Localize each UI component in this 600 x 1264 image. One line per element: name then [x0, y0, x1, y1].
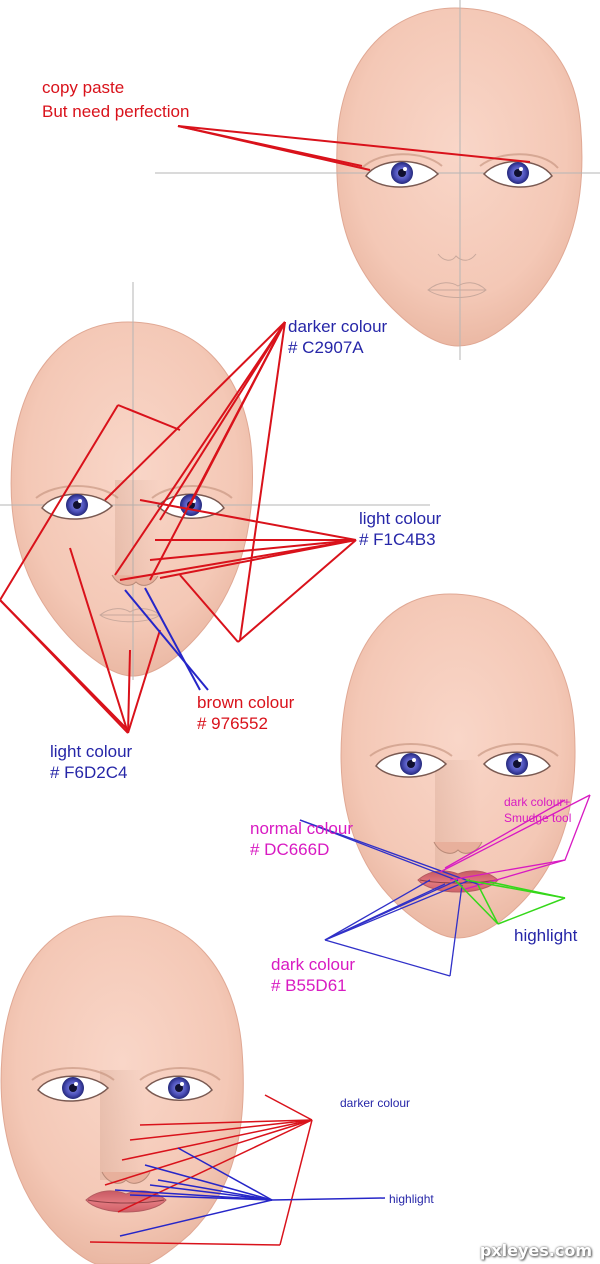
pointer-lines-light-colour-2	[0, 547, 161, 734]
eye-icon	[369, 743, 453, 778]
label-light-colour-2: light colour # F6D2C4	[50, 742, 133, 783]
label-highlight-small: highlight	[389, 1192, 434, 1206]
eye-icon	[31, 1067, 115, 1102]
label-highlight: highlight	[514, 926, 578, 945]
lips-icon	[427, 282, 487, 298]
label-normal-colour: normal colour # DC666D	[250, 819, 353, 860]
pointer-lines-smudge	[439, 794, 591, 891]
pointer-lines-highlight-green	[454, 879, 566, 925]
face-3	[340, 593, 576, 939]
eye-icon	[361, 153, 443, 188]
pointer-lines-copy-paste	[177, 125, 531, 171]
pointer-lines-light-colour-1	[119, 499, 357, 643]
eye-icon	[139, 1067, 221, 1101]
face-1	[155, 0, 600, 360]
nose-sketch	[437, 253, 477, 261]
label-dark-colour-smudge: dark colour+ Smudge tool	[504, 795, 572, 826]
label-light-colour-1: light colour # F1C4B3	[359, 509, 442, 550]
label-dark-colour: dark colour # B55D61	[271, 955, 356, 996]
lips-icon	[99, 608, 161, 623]
label-copy-paste: copy paste But need perfection	[42, 78, 190, 121]
watermark-logo: pxleyes.com	[479, 1241, 592, 1260]
label-brown-colour: brown colour # 976552	[197, 693, 295, 734]
label-darker-colour-small: darker colour	[340, 1096, 411, 1110]
eye-icon	[479, 153, 559, 188]
label-darker-colour: darker colour # C2907A	[288, 317, 388, 358]
pointer-lines-brown-colour	[124, 587, 209, 691]
face-4	[0, 915, 244, 1264]
pointer-lines-normal-colour	[299, 819, 481, 977]
eye-icon	[477, 743, 559, 777]
pointer-lines-darker-colour-small	[89, 1094, 313, 1246]
face-1-outline	[336, 7, 583, 347]
pointer-lines-darker-colour	[0, 321, 286, 731]
pointer-lines-highlight-small	[114, 1147, 386, 1237]
